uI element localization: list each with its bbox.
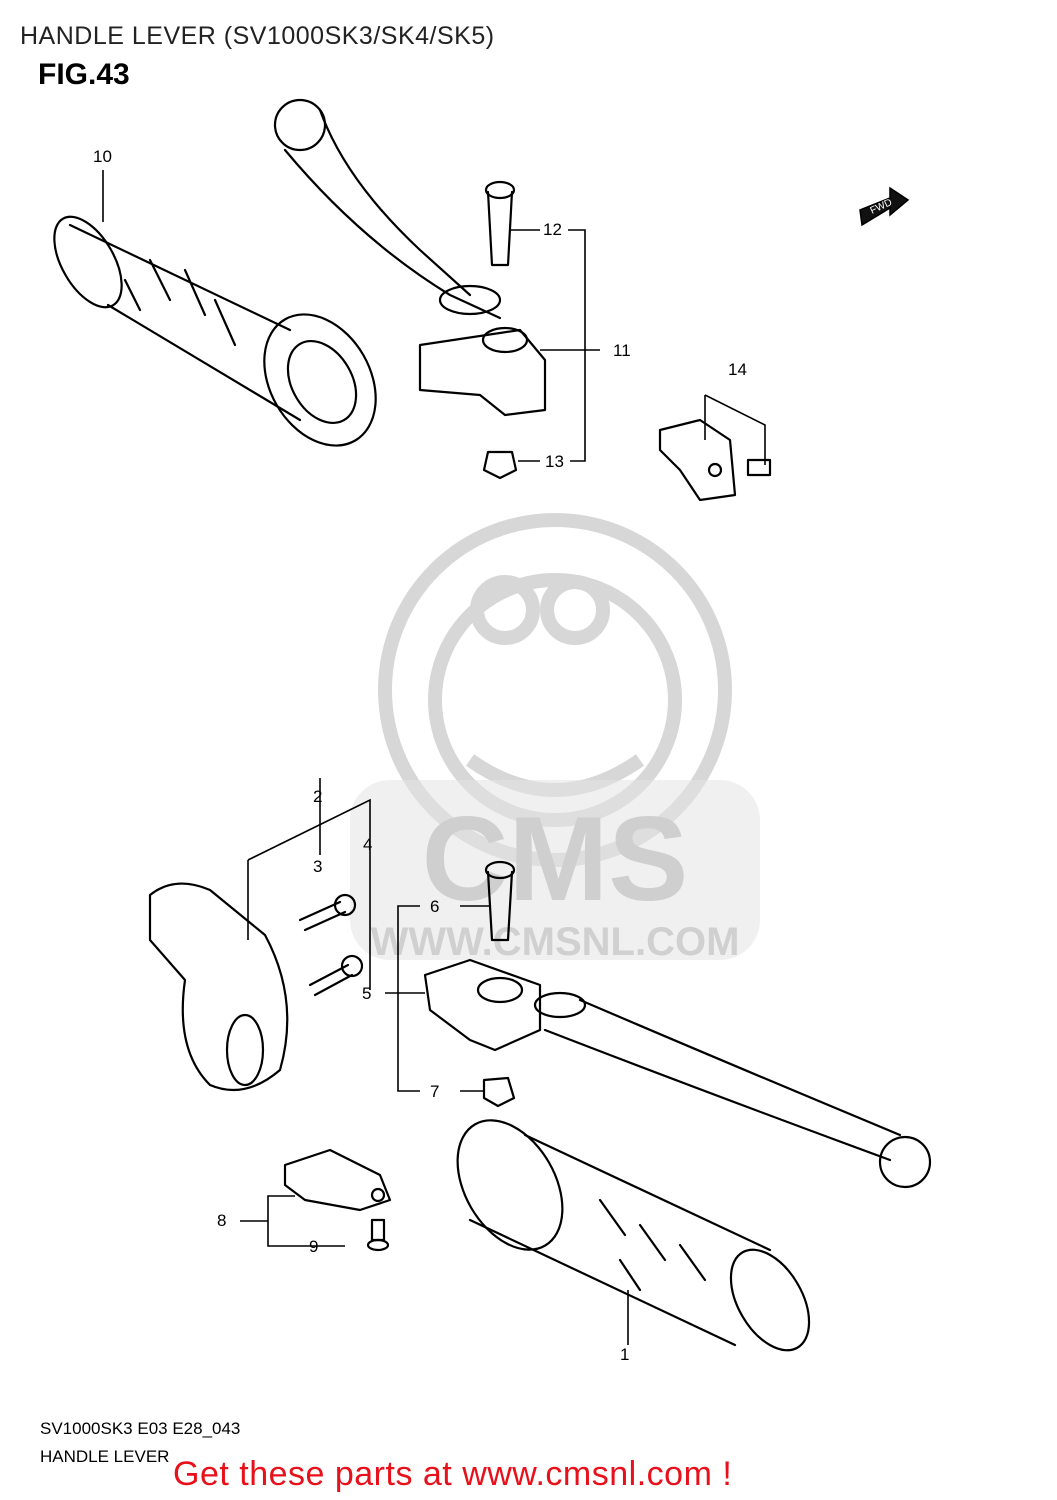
parts-link[interactable]: Get these parts at www.cmsnl.com !	[173, 1455, 733, 1493]
callout-9: 9	[309, 1237, 319, 1256]
diagram-code: SV1000SK3 E03 E28_043	[40, 1419, 241, 1438]
figure-number: FIG.43	[38, 58, 130, 91]
callout-4: 4	[363, 835, 373, 854]
clutch-lever-part-11	[273, 98, 600, 417]
nut-part-7	[482, 1076, 516, 1108]
callout-7: 7	[430, 1082, 440, 1101]
bracket-11-12-13	[568, 229, 586, 462]
pivot-bolt-part-12	[484, 180, 540, 267]
callout-5: 5	[362, 984, 372, 1003]
callout-11: 11	[613, 341, 631, 360]
callout-10: 10	[93, 147, 112, 166]
throttle-housing-part-2	[148, 778, 371, 1092]
callout-2: 2	[313, 787, 323, 806]
callout-14: 14	[728, 360, 747, 379]
screw-part-3	[298, 893, 357, 932]
page-title: HANDLE LEVER (SV1000SK3/SK4/SK5)	[20, 22, 495, 50]
bracket-8-9	[240, 1195, 345, 1247]
right-grip-part-1	[456, 1119, 811, 1352]
screw-part-4	[308, 954, 364, 997]
callout-13: 13	[545, 452, 564, 471]
callout-3: 3	[313, 857, 323, 876]
callout-6: 6	[430, 897, 440, 916]
callout-1: 1	[620, 1345, 630, 1364]
nut-part-13	[482, 450, 540, 480]
bracket-5-6-7	[385, 905, 490, 1092]
left-grip-part-10	[53, 170, 377, 447]
switch-part-8	[283, 1148, 392, 1212]
callout-12: 12	[543, 220, 562, 239]
switch-part-14	[658, 394, 772, 502]
callout-8: 8	[217, 1211, 227, 1230]
fwd-arrow-icon: FWD	[859, 186, 910, 227]
screw-part-9	[366, 1218, 390, 1252]
brake-lever-part-5	[423, 958, 932, 1189]
cms-watermark-logo: CMS WWW.CMSNL.COM	[350, 513, 760, 964]
diagram-caption: HANDLE LEVER	[40, 1447, 170, 1466]
watermark-brand: CMS	[422, 792, 689, 926]
watermark-url: WWW.CMSNL.COM	[371, 920, 740, 964]
